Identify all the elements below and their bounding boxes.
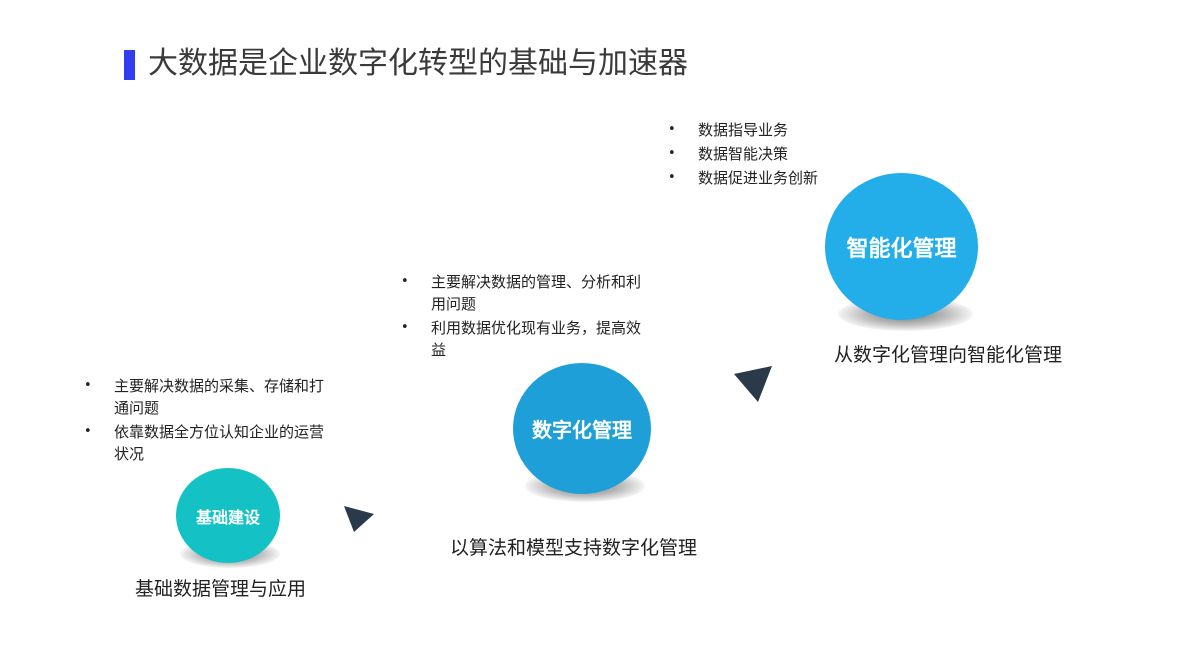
- stage-1-circle-label: 基础建设: [195, 507, 260, 527]
- stage-3-bullet: 数据智能决策: [668, 143, 928, 165]
- stage-3-bullet: 数据促进业务创新: [668, 167, 928, 189]
- stage-1-bullets: 主要解决数据的采集、存储和打通问题 依靠数据全方位认知企业的运营状况: [84, 375, 334, 467]
- stage-2-circle: 数字化管理: [513, 363, 651, 494]
- title-accent-bar: [124, 50, 135, 80]
- stage-3-bullets: 数据指导业务 数据智能决策 数据促进业务创新: [668, 119, 928, 191]
- page-title: 大数据是企业数字化转型的基础与加速器: [148, 46, 688, 81]
- arrow-icon: [344, 506, 374, 532]
- stage-3-circle-label: 智能化管理: [846, 236, 957, 262]
- arrow-icon: [734, 366, 772, 402]
- stage-2-caption: 以算法和模型支持数字化管理: [450, 537, 698, 559]
- stage-3-caption: 从数字化管理向智能化管理: [834, 344, 1063, 366]
- stage-1-bullet: 主要解决数据的采集、存储和打通问题: [84, 375, 334, 419]
- stage-1-circle: 基础建设: [176, 468, 280, 563]
- stage-2-circle-label: 数字化管理: [532, 418, 632, 442]
- stage-2-bullet: 利用数据优化现有业务，提高效益: [401, 317, 651, 361]
- stage-3-circle: 智能化管理: [825, 173, 978, 320]
- stage-2-bullets: 主要解决数据的管理、分析和利用问题 利用数据优化现有业务，提高效益: [401, 271, 651, 363]
- stage-1-caption: 基础数据管理与应用: [135, 578, 307, 600]
- stage-1-bullet: 依靠数据全方位认知企业的运营状况: [84, 421, 334, 465]
- stage-3-bullet: 数据指导业务: [668, 119, 928, 141]
- stage-2-bullet: 主要解决数据的管理、分析和利用问题: [401, 271, 651, 315]
